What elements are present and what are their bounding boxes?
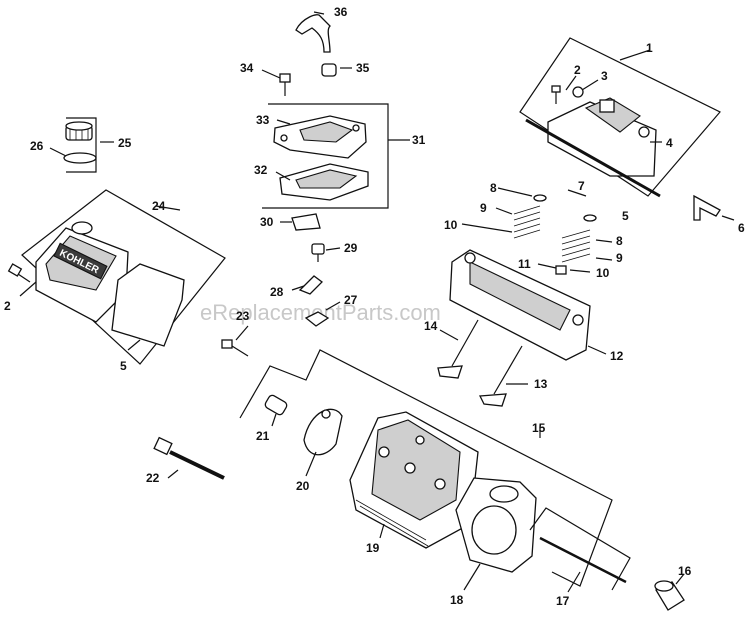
gasket-strip-part-5 (525, 118, 661, 198)
callout-19: 19 (366, 541, 380, 555)
callout-21: 21 (256, 429, 270, 443)
callout-6: 6 (738, 221, 745, 235)
plug-part-35 (321, 63, 337, 77)
part-27 (304, 311, 330, 327)
callout-16: 16 (678, 564, 692, 578)
callout-2-upper: 2 (574, 63, 581, 77)
callout-24: 24 (152, 199, 166, 213)
group-15-bracket (239, 349, 613, 587)
callout-5-right: 5 (622, 209, 629, 223)
group-24-bracket (21, 189, 226, 365)
callout-27: 27 (344, 293, 358, 307)
callout-9-left: 9 (480, 201, 487, 215)
callout-23: 23 (236, 309, 250, 323)
valve-part-13 (478, 345, 523, 407)
o-ring-part-26 (63, 152, 97, 164)
bolt-part-23 (221, 339, 249, 357)
callout-10-right: 10 (596, 266, 610, 280)
tappet-part-16 (654, 580, 685, 611)
callout-17: 17 (556, 594, 570, 608)
callout-35: 35 (356, 61, 370, 75)
group-25-bracket (66, 117, 97, 173)
callout-8-right: 8 (616, 234, 623, 248)
cylinder-head-part-19 (349, 411, 479, 549)
plug-part-3 (572, 86, 584, 98)
group-31-bracket (262, 103, 410, 209)
callout-7: 7 (578, 179, 585, 193)
callout-labels: 1 2 3 4 5 6 7 8 8 9 9 10 10 11 12 13 14 … (4, 5, 745, 608)
callout-15: 15 (532, 421, 546, 435)
callout-14: 14 (424, 319, 438, 333)
callout-8-left: 8 (490, 181, 497, 195)
breather-cover-part-33 (273, 115, 367, 159)
callout-31: 31 (412, 133, 426, 147)
callout-22: 22 (146, 471, 160, 485)
callout-4: 4 (666, 136, 673, 150)
group-17-bracket (529, 507, 631, 591)
pushrod-part-17 (539, 536, 627, 584)
valve-cover-part-1 (547, 97, 657, 177)
part-30 (291, 213, 321, 231)
screw-part-2-upper (551, 85, 561, 104)
valve-cover-part-24: KOHLER (35, 221, 129, 323)
breather-tube-part-36 (295, 14, 331, 53)
screw-part-2-left (7, 263, 31, 283)
callout-10-left: 10 (444, 218, 458, 232)
callout-32: 32 (254, 163, 268, 177)
spring-assembly-right (555, 214, 597, 275)
callout-11: 11 (518, 257, 531, 271)
rocker-arm-part-20 (303, 408, 343, 456)
rocker-base-part-12 (449, 249, 591, 361)
valve-part-14 (437, 319, 479, 379)
callout-33: 33 (256, 113, 270, 127)
callout-3: 3 (601, 69, 608, 83)
callout-18: 18 (450, 593, 464, 607)
callout-1: 1 (646, 41, 653, 55)
leader-lines (19, 11, 735, 593)
valve-cover-gasket-part-5 (111, 263, 185, 347)
part-28 (298, 275, 323, 295)
wrench-part-6 (693, 194, 721, 221)
callout-9-right: 9 (616, 251, 623, 265)
callout-28: 28 (270, 285, 284, 299)
head-gasket-part-18 (455, 477, 537, 573)
callout-34: 34 (240, 61, 254, 75)
spring-assembly-left (513, 194, 547, 239)
bolt-part-22 (153, 436, 225, 480)
callout-12: 12 (610, 349, 624, 363)
callout-30: 30 (260, 215, 274, 229)
callout-36: 36 (334, 5, 348, 19)
callout-13: 13 (534, 377, 548, 391)
callout-2-left: 2 (4, 299, 11, 313)
pivot-part-21 (264, 394, 288, 416)
oil-fill-cap-part-25 (65, 121, 93, 141)
callout-5-left: 5 (120, 359, 127, 373)
callout-25: 25 (118, 136, 132, 150)
breather-gasket-part-32 (279, 163, 369, 201)
callout-26: 26 (30, 139, 44, 153)
part-29 (311, 243, 325, 262)
callout-20: 20 (296, 479, 310, 493)
nut-part-4 (638, 126, 650, 138)
screw-part-34 (279, 73, 291, 96)
callout-29: 29 (344, 241, 358, 255)
